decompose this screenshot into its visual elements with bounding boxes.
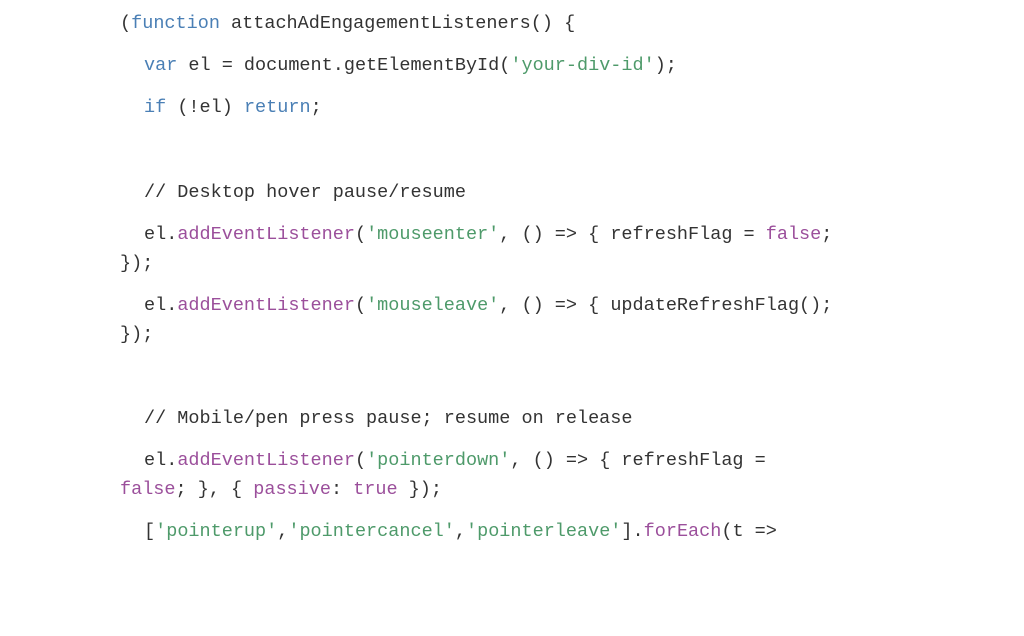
code-token: ( bbox=[120, 13, 132, 34]
code-token: , bbox=[277, 521, 289, 542]
code-token: el. bbox=[144, 295, 178, 316]
code-line-pointerdown-cont: false; }, { passive: true }); bbox=[120, 479, 442, 501]
code-line-2: var el = document.getElementById('your-d… bbox=[120, 55, 677, 77]
code-token: // Mobile/pen press pause; resume on rel… bbox=[144, 408, 633, 429]
code-token: }); bbox=[120, 324, 154, 345]
code-line-mouseleave-close: }); bbox=[120, 324, 153, 346]
code-token: ( bbox=[354, 224, 367, 245]
code-line-mouseleave: el.addEventListener('mouseleave', () => … bbox=[120, 295, 832, 317]
code-token: }); bbox=[120, 253, 154, 274]
code-token: attachAdEngagementListeners() { bbox=[219, 13, 576, 34]
code-token: if bbox=[144, 97, 167, 118]
code-token: el = document.getElementById( bbox=[177, 55, 511, 76]
code-token: , () => { refreshFlag = bbox=[499, 224, 766, 245]
code-token: false bbox=[765, 224, 822, 245]
code-token: var bbox=[144, 55, 178, 76]
code-token: addEventListener bbox=[177, 224, 355, 245]
code-token: }); bbox=[397, 479, 443, 500]
code-token: return bbox=[243, 97, 311, 118]
code-line-foreach: ['pointerup','pointercancel','pointerlea… bbox=[120, 521, 777, 543]
code-token: (!el) bbox=[166, 97, 244, 118]
code-token: 'pointerup' bbox=[155, 521, 278, 542]
code-token: 'mouseenter' bbox=[366, 224, 500, 245]
code-token: ; bbox=[310, 97, 322, 118]
code-token: addEventListener bbox=[177, 450, 355, 471]
code-line-mouseenter: el.addEventListener('mouseenter', () => … bbox=[120, 224, 832, 246]
code-token: , () => { refreshFlag = bbox=[510, 450, 766, 471]
code-token: : bbox=[330, 479, 354, 500]
code-line-mouseenter-close: }); bbox=[120, 253, 153, 275]
code-token: 'mouseleave' bbox=[366, 295, 500, 316]
code-token: forEach bbox=[643, 521, 722, 542]
code-token: el. bbox=[144, 224, 178, 245]
code-token: true bbox=[353, 479, 398, 500]
code-token: , bbox=[454, 521, 466, 542]
code-line-3: if (!el) return; bbox=[120, 97, 322, 119]
code-line-comment-mobile: // Mobile/pen press pause; resume on rel… bbox=[120, 408, 632, 430]
code-token: 'your-div-id' bbox=[510, 55, 655, 76]
code-token: ; bbox=[821, 224, 833, 245]
code-token: el. bbox=[144, 450, 178, 471]
code-token: passive bbox=[253, 479, 331, 500]
code-token: ; }, { bbox=[175, 479, 254, 500]
code-token: addEventListener bbox=[177, 295, 355, 316]
code-line-pointerdown: el.addEventListener('pointerdown', () =>… bbox=[120, 450, 766, 472]
code-token: 'pointerdown' bbox=[366, 450, 511, 471]
code-token: ( bbox=[354, 295, 367, 316]
code-token: [ bbox=[144, 521, 156, 542]
code-token: (t => bbox=[721, 521, 777, 542]
code-token: ); bbox=[654, 55, 677, 76]
code-token: // Desktop hover pause/resume bbox=[144, 182, 466, 203]
code-token: function bbox=[131, 13, 220, 34]
code-line-comment-desktop: // Desktop hover pause/resume bbox=[120, 182, 466, 204]
code-token: ( bbox=[354, 450, 367, 471]
code-token: 'pointerleave' bbox=[465, 521, 622, 542]
code-line-1: (function attachAdEngagementListeners() … bbox=[120, 13, 575, 35]
code-token: 'pointercancel' bbox=[288, 521, 455, 542]
code-token: , () => { updateRefreshFlag(); bbox=[499, 295, 833, 316]
code-token: ]. bbox=[621, 521, 644, 542]
code-token: false bbox=[120, 479, 176, 500]
